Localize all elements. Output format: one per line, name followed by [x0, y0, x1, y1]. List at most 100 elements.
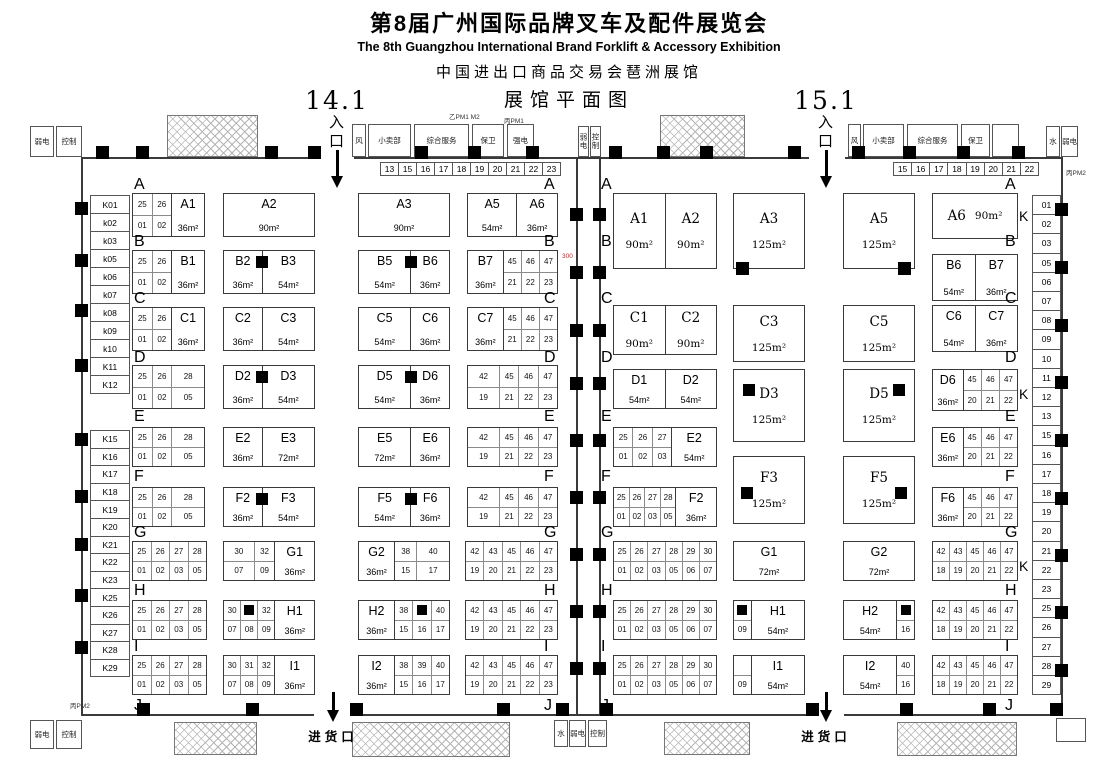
booth-number: 17 [435, 625, 445, 635]
pillar-icon [75, 589, 88, 602]
pillar-icon [1055, 549, 1068, 562]
grid-cell: 06 [681, 561, 699, 580]
booth-area: 36m² [985, 338, 1007, 348]
booth-number: 05 [192, 566, 202, 576]
booth-number-cell: 20 [1032, 521, 1061, 542]
grid-cell: 20 [964, 391, 981, 411]
grid-cell: 47 [538, 656, 557, 675]
booth-number: 45 [507, 546, 516, 556]
grid-cell: 21 [504, 273, 521, 294]
booth-id: A3 [759, 211, 779, 227]
grid-cell: 28 [187, 542, 207, 561]
k-row-mark: K [1019, 208, 1029, 224]
service-room: 控制 [56, 720, 82, 749]
booth-number: 16 [417, 625, 427, 635]
booth-number: 19 [470, 625, 480, 635]
row-letter: I [601, 638, 606, 655]
booth-area: 36m² [419, 513, 441, 523]
entrance-label: 入口 [327, 114, 344, 152]
booth-number: 45 [507, 256, 517, 266]
grid-cell: 01 [614, 562, 630, 581]
booth-id: B6 [946, 258, 962, 272]
booth-id: A5 [869, 211, 889, 227]
grid-cell: 38 [395, 656, 412, 675]
grid-cell: 07 [698, 620, 716, 639]
booth-number: 32 [260, 546, 270, 556]
service-room-label: 综合服务 [917, 136, 948, 145]
row-letter: J [134, 697, 142, 714]
pillar-icon [246, 703, 259, 716]
pillar-icon [570, 491, 583, 504]
grid-cell: 29 [681, 656, 699, 675]
booth-area: 125m² [751, 413, 787, 426]
pillar-icon [741, 486, 753, 499]
booth-id: E6 [422, 431, 438, 445]
row-letter: E [601, 408, 612, 425]
booth-area: 36m² [419, 453, 441, 463]
booth-number: 40 [435, 660, 445, 670]
strip-number: 18 [952, 164, 962, 174]
grid-cell: 17 [430, 675, 449, 694]
pillar-icon [405, 371, 418, 383]
booth-id: C2 [234, 311, 251, 325]
booth-number: 45 [967, 375, 977, 385]
pillar-icon [983, 703, 996, 716]
service-room: 控制 [588, 720, 607, 747]
booth-number: 25 [618, 432, 628, 442]
service-room-label: 强电 [513, 136, 528, 145]
grid-cell: 45 [499, 366, 518, 387]
booth-number: 02 [632, 512, 642, 522]
booth-number: 47 [543, 605, 553, 615]
booth-id: A1 [180, 197, 196, 211]
booth-id: F5 [377, 491, 392, 505]
grid-cell: 01 [133, 448, 152, 467]
plan-note: 乙PM1 M2 [449, 111, 480, 121]
pillar-icon [255, 256, 268, 268]
booth-number: 25 [617, 660, 627, 670]
booth-id: E6 [940, 431, 956, 445]
booth-number: 20 [970, 566, 980, 576]
k-number-cell: K28 [90, 641, 130, 660]
grid-cell: 47 [1000, 656, 1017, 675]
strip-number: 20 [492, 164, 503, 174]
grid-cell: 47 [537, 366, 557, 387]
grid-cell: 45 [964, 488, 981, 507]
booth-id: I1 [772, 659, 784, 673]
booth-id: B7 [477, 254, 493, 268]
cell-label: k06 [103, 271, 117, 282]
booth-number: 26 [157, 256, 167, 266]
grid-cell: 25 [614, 428, 632, 447]
grid-cell: 26 [150, 656, 170, 675]
booth-number: 26 [634, 660, 644, 670]
down-arrow-head [327, 710, 339, 722]
strip-number: 22 [528, 164, 539, 174]
booth-number: 22 [524, 393, 533, 403]
booth-id: A1 [630, 211, 649, 227]
plan-note: 丙PM2 [1066, 167, 1086, 177]
